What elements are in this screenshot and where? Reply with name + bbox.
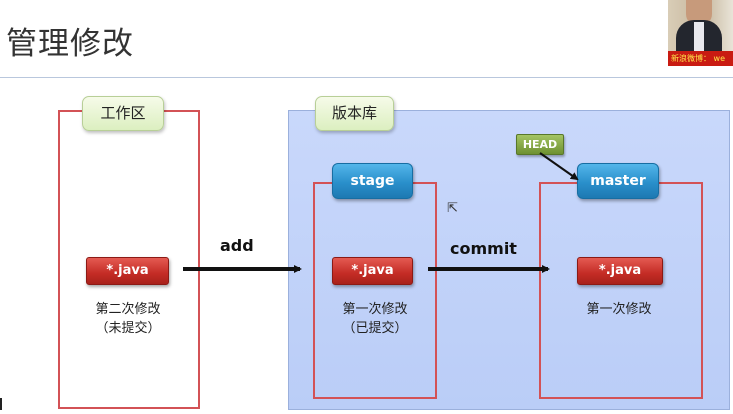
stage-button: stage (332, 163, 413, 199)
workspace-caption-line1: 第二次修改 (95, 302, 161, 317)
master-file-tag: *.java (577, 257, 663, 285)
title-divider (0, 77, 733, 78)
add-action-label: add (220, 236, 254, 255)
weibo-banner: 新浪微博： we (668, 51, 733, 66)
master-button: master (577, 163, 659, 199)
stage-file-tag: *.java (332, 257, 413, 285)
head-pointer-arrow (539, 152, 579, 181)
workspace-file-tag: *.java (86, 257, 169, 285)
mouse-cursor-icon: ⇱ (447, 201, 458, 216)
workspace-label: 工作区 (82, 96, 164, 131)
stage-caption-line2: （已提交） (342, 321, 408, 336)
master-caption-line1: 第一次修改 (586, 302, 652, 317)
workspace-caption-line2: （未提交） (95, 321, 161, 336)
page-title: 管理修改 (6, 26, 134, 62)
repository-label: 版本库 (315, 96, 394, 131)
stage-caption-line1: 第一次修改 (342, 302, 408, 317)
edge-mark (0, 398, 2, 410)
commit-action-label: commit (450, 239, 517, 258)
presenter-shirt (694, 22, 704, 62)
head-pointer-tag: HEAD (516, 134, 564, 155)
